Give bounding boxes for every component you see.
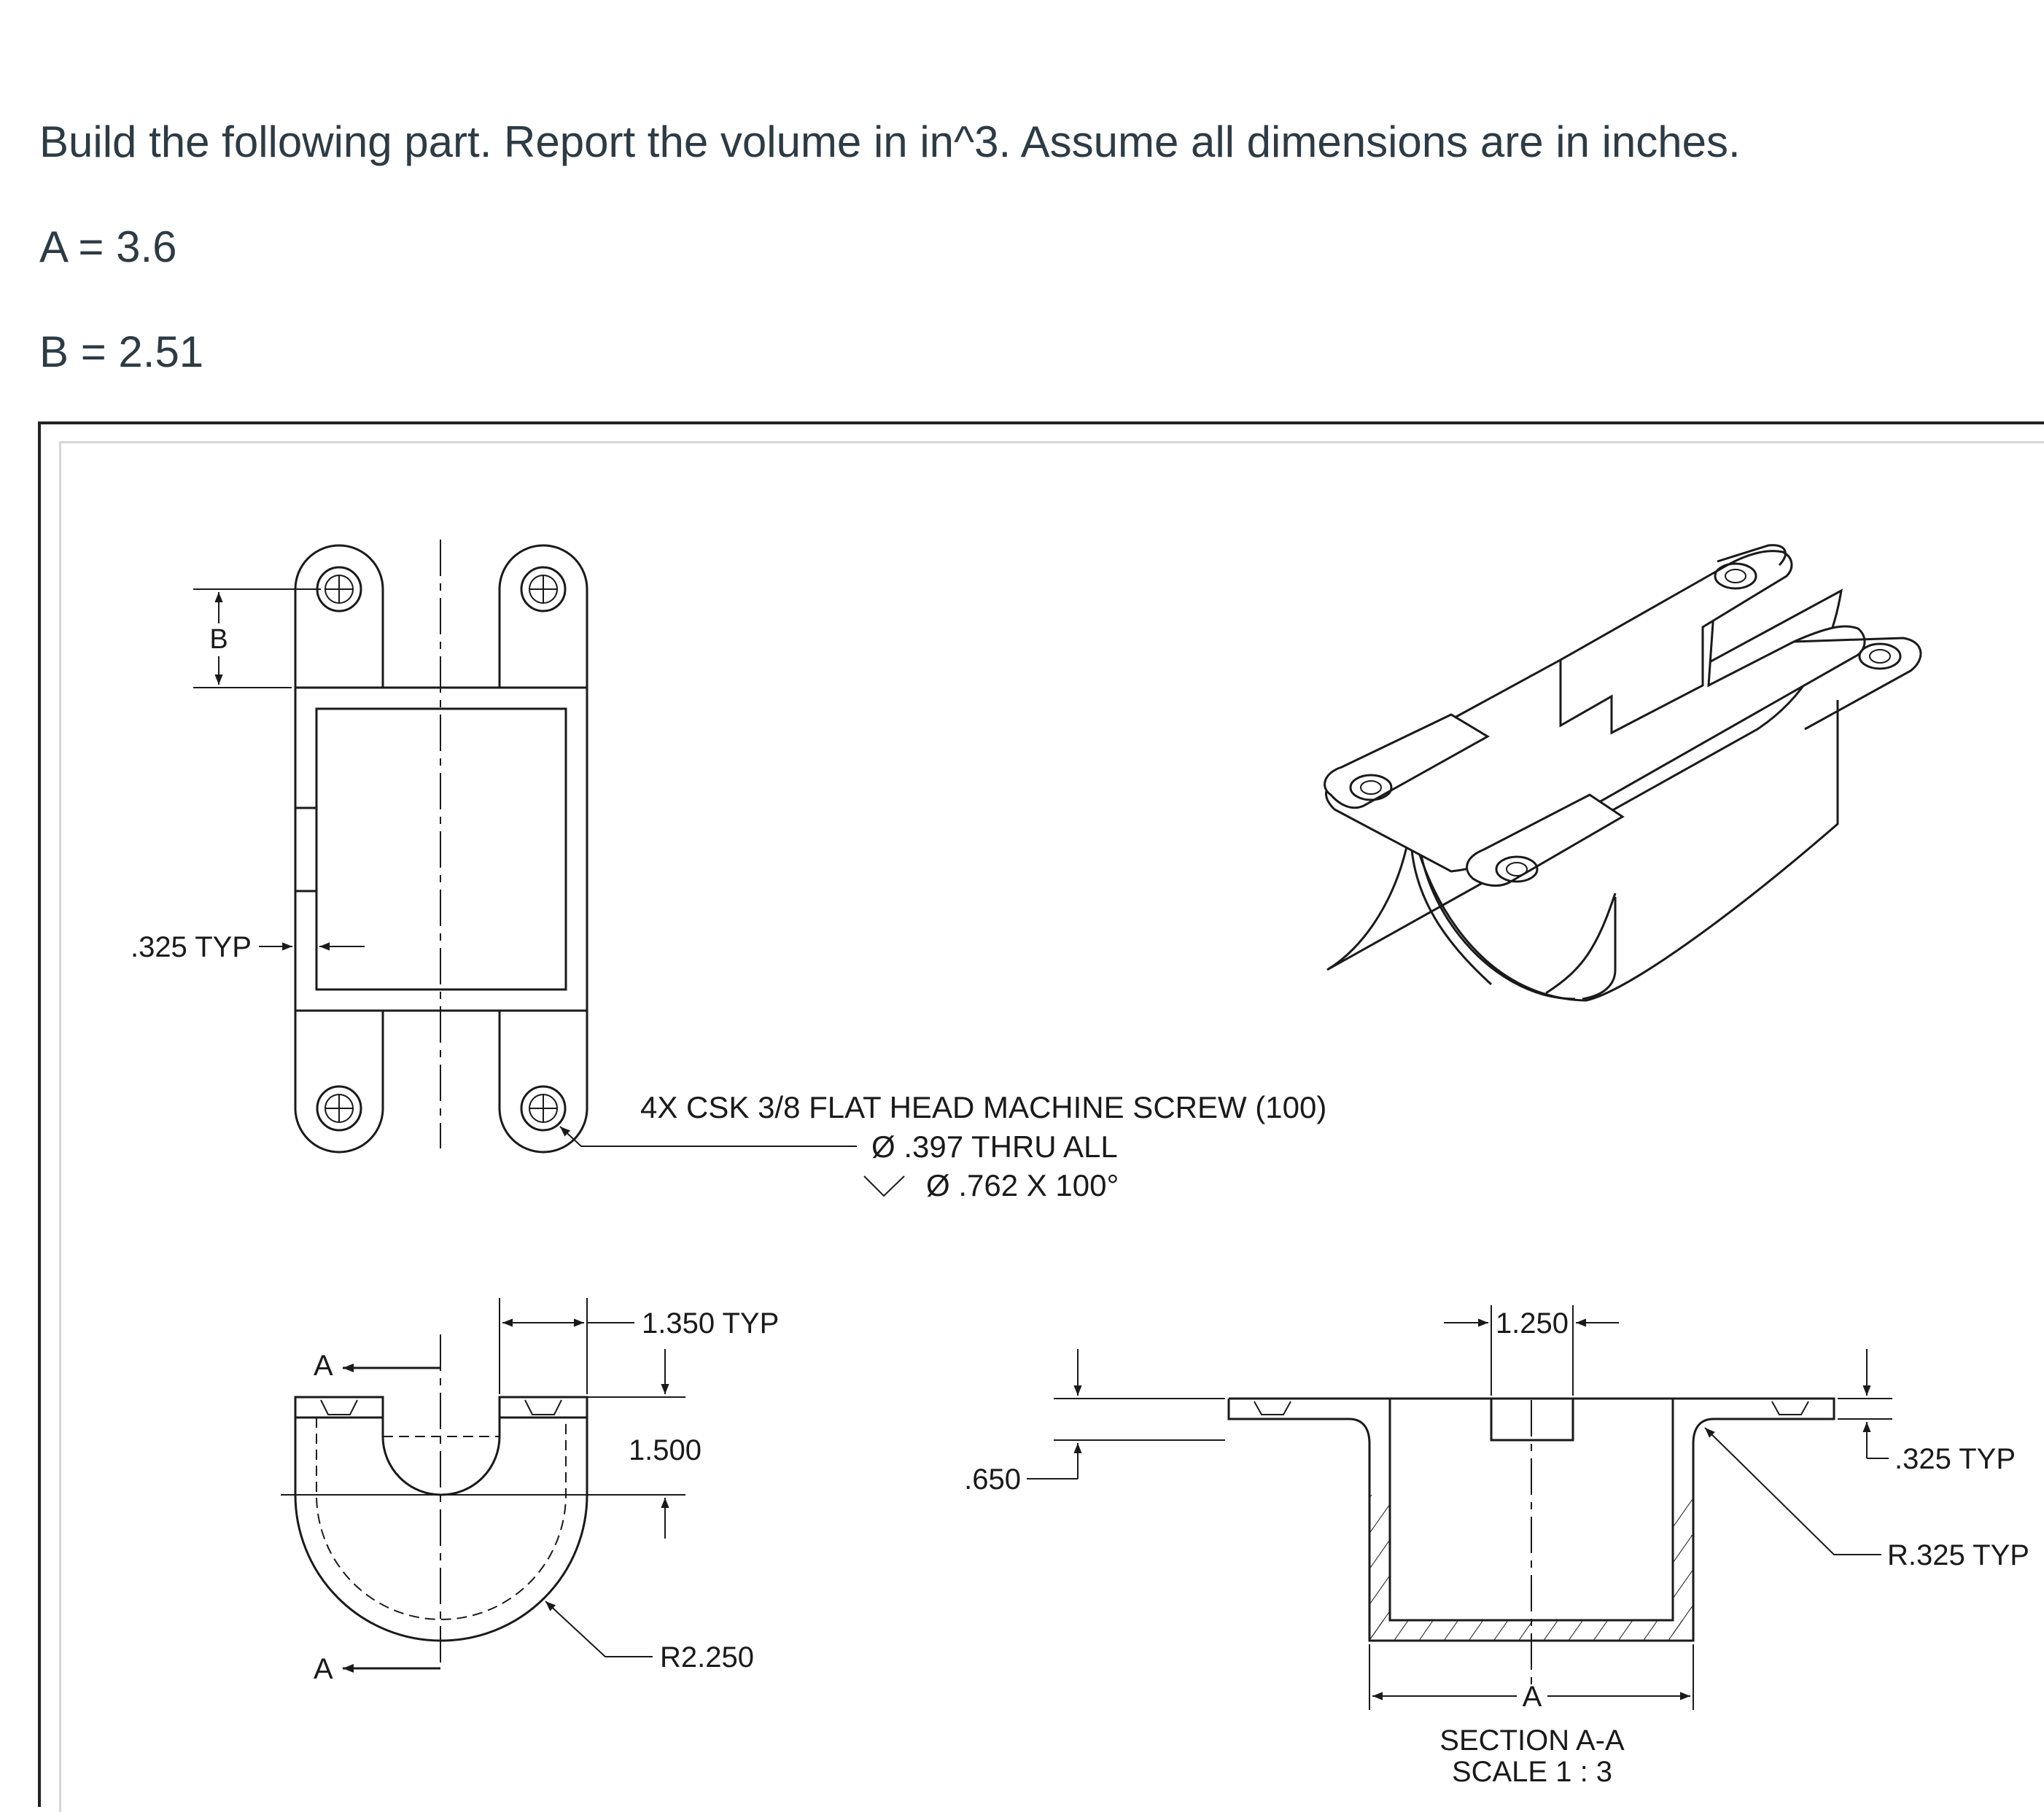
countersink-hole-icon bbox=[316, 566, 362, 613]
dim-flange-width: 1.350 TYP bbox=[642, 1307, 779, 1339]
drawing-inner-border bbox=[59, 441, 2044, 1812]
dim-slot-width: 1.250 bbox=[1496, 1307, 1569, 1339]
top-view: B .325 TYP bbox=[131, 540, 857, 1154]
front-view: A A 1.350 TYP 1.500 R2.250 bbox=[281, 1298, 779, 1685]
slot-notch bbox=[294, 806, 318, 893]
hole-callout: 4X CSK 3/8 FLAT HEAD MACHINE SCREW (100)… bbox=[640, 1090, 1326, 1202]
callout-line-2: Ø .397 THRU ALL bbox=[871, 1129, 1118, 1164]
variable-a: A = 3.6 bbox=[39, 222, 177, 271]
dim-wall-label: .325 TYP bbox=[131, 931, 252, 963]
section-view: 1.250 .650 .325 TYP R.325 TYP A SECTION … bbox=[964, 1305, 2029, 1788]
dim-outer-radius: R2.250 bbox=[660, 1641, 754, 1673]
dim-height: 1.500 bbox=[629, 1434, 702, 1466]
section-label-a-top: A bbox=[314, 1350, 333, 1382]
countersink-hole-icon bbox=[520, 566, 567, 613]
section-scale: SCALE 1 : 3 bbox=[1452, 1756, 1612, 1788]
section-label-a-bottom: A bbox=[314, 1653, 333, 1685]
section-title: SECTION A-A bbox=[1439, 1724, 1625, 1757]
callout-line-1: 4X CSK 3/8 FLAT HEAD MACHINE SCREW (100) bbox=[640, 1090, 1326, 1124]
variable-b: B = 2.51 bbox=[39, 327, 204, 376]
dim-flange-thickness: .325 TYP bbox=[1895, 1443, 2016, 1475]
countersink-hole-icon bbox=[316, 1085, 362, 1132]
isometric-view bbox=[1324, 544, 1922, 1002]
question-prompt: Build the following part. Report the vol… bbox=[39, 117, 1741, 166]
countersink-hole-icon bbox=[520, 1085, 567, 1132]
countersink-symbol-icon bbox=[863, 1175, 905, 1197]
dim-fillet-radius: R.325 TYP bbox=[1887, 1539, 2029, 1571]
drawing-frame bbox=[38, 421, 2044, 1807]
dim-slot-depth: .650 bbox=[964, 1463, 1021, 1496]
callout-line-3: Ø .762 X 100° bbox=[926, 1168, 1119, 1202]
dim-overall-width: A bbox=[1523, 1681, 1542, 1713]
dim-b-label: B bbox=[209, 624, 228, 655]
